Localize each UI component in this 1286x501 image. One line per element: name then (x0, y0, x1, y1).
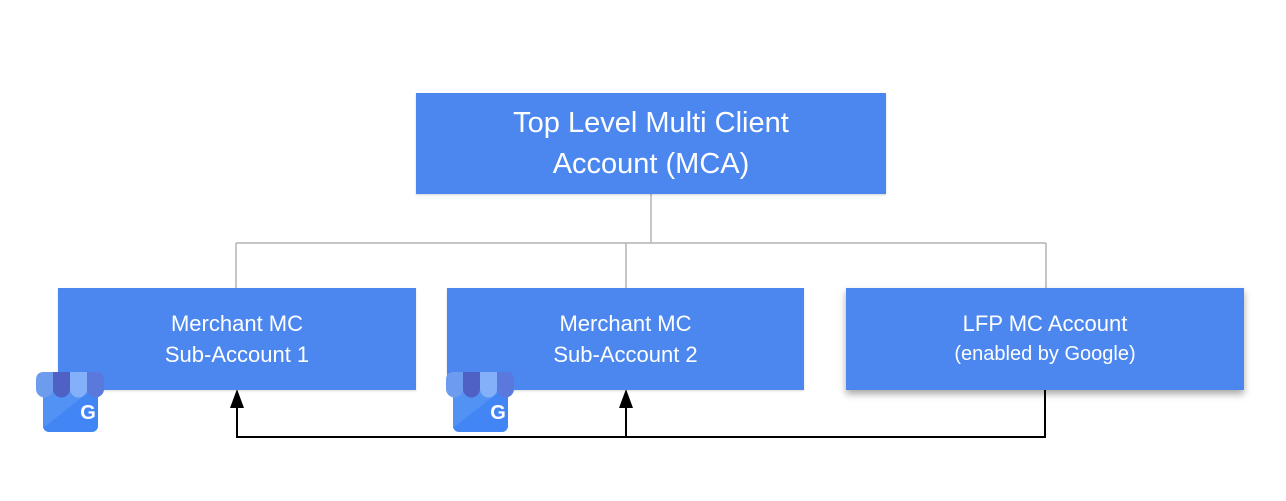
node-label-line1: Top Level Multi Client (513, 106, 789, 139)
storefront-awning (446, 372, 514, 398)
node-label-line2: (enabled by Google) (954, 343, 1136, 365)
google-my-business-icon: G (36, 372, 104, 432)
storefront-awning (36, 372, 104, 398)
node-label-line1: Merchant MC (559, 311, 692, 336)
node-label-line1: Merchant MC (170, 311, 304, 336)
lfp-link-arrows (236, 390, 1046, 438)
node-lfp-mc-account: LFP MC Account (enabled by Google) (846, 288, 1244, 390)
node-label-line2: Account (MCA) (552, 147, 750, 180)
storefront-body-sheen (43, 388, 94, 428)
google-g-letter: G (80, 402, 96, 424)
node-label-line1: LFP MC Account (962, 311, 1128, 336)
node-label-line2: Sub-Account 1 (164, 342, 310, 367)
storefront-body-sheen (453, 388, 504, 428)
tree-connector (235, 194, 1047, 289)
node-label-line2: Sub-Account 2 (553, 342, 698, 367)
arrowheads (230, 389, 633, 408)
arrowhead-sub1 (230, 389, 244, 408)
arrowhead-sub2 (619, 389, 633, 408)
node-top-level-mca: Top Level Multi Client Account (MCA) (416, 93, 886, 194)
node-merchant-sub-account-1: Merchant MC Sub-Account 1 (58, 288, 416, 390)
google-g-letter: G (490, 402, 506, 424)
google-my-business-icon: G (446, 372, 514, 432)
